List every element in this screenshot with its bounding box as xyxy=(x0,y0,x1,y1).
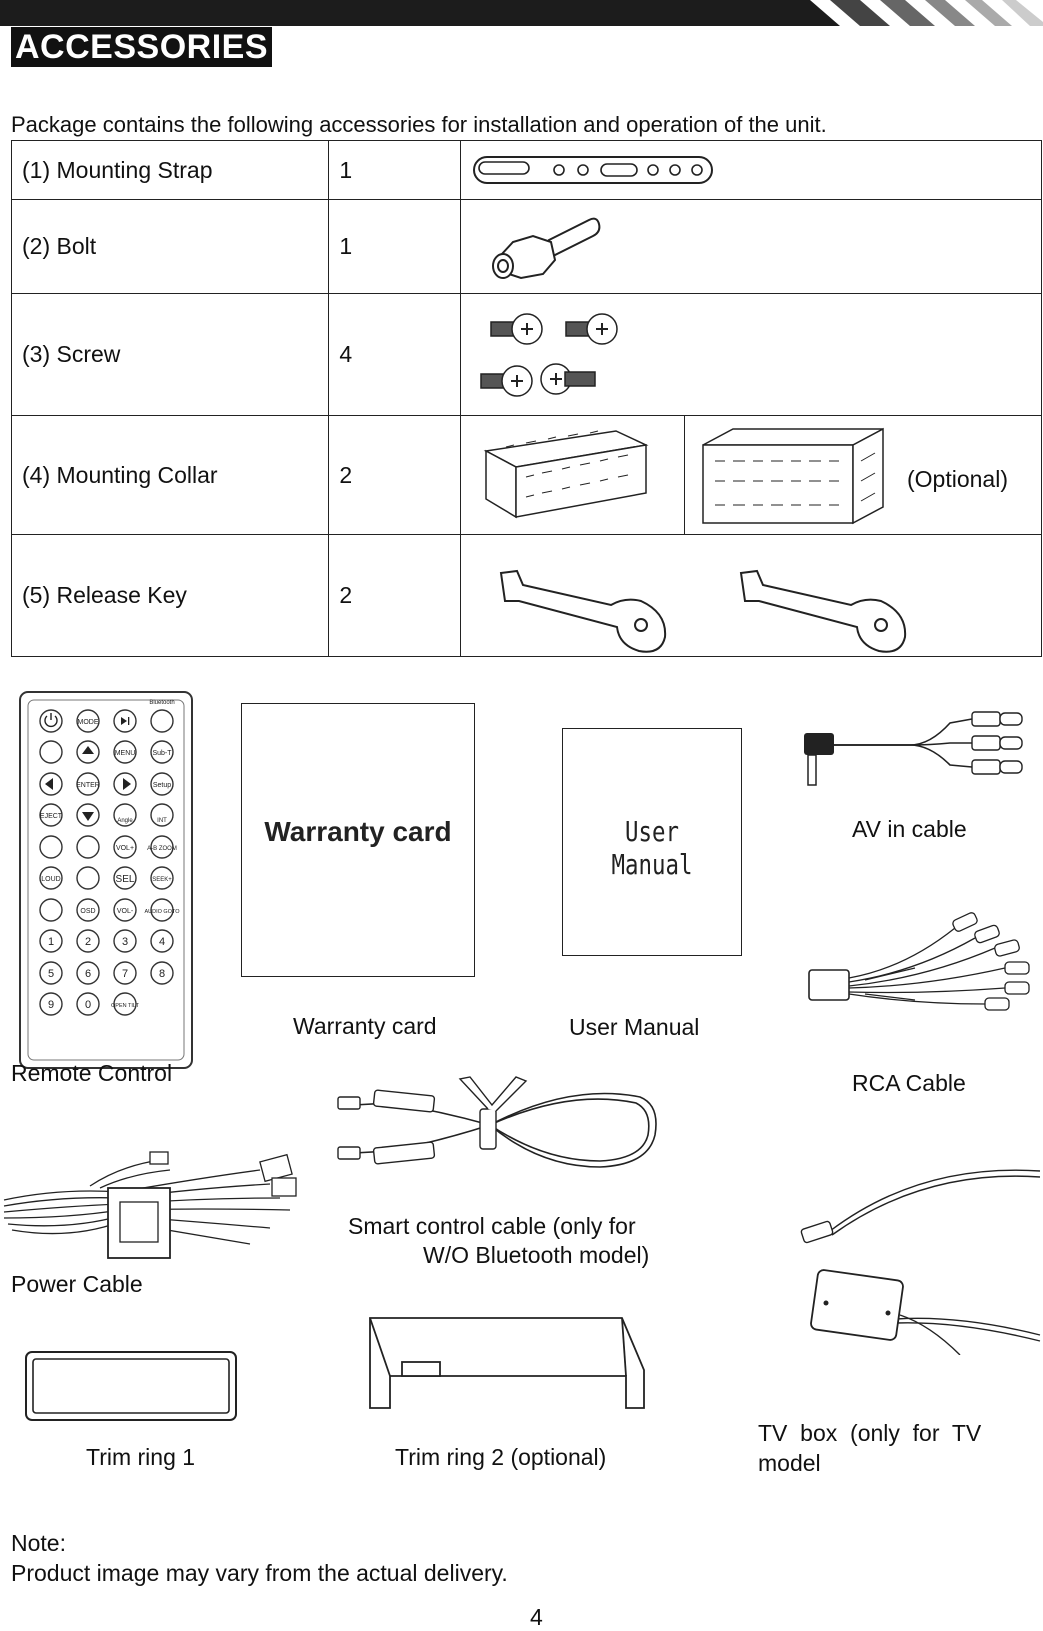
page-number: 4 xyxy=(530,1604,543,1630)
remote-control-label: Remote Control xyxy=(11,1060,173,1086)
svg-text:VOL+: VOL+ xyxy=(116,845,134,852)
svg-text:Sub-T: Sub-T xyxy=(152,750,172,757)
svg-text:A-B ZOOM: A-B ZOOM xyxy=(147,846,177,852)
table-row: (4) Mounting Collar 2 xyxy=(10,415,1042,535)
screws-icon xyxy=(480,313,618,397)
svg-text:ENTER: ENTER xyxy=(76,782,100,789)
svg-text:Bluetooth: Bluetooth xyxy=(149,700,174,706)
item-name: (4) Mounting Collar xyxy=(10,415,330,535)
rca-cable-label: RCA Cable xyxy=(852,1070,966,1096)
bolt-icon xyxy=(492,217,601,280)
note-text: Product image may vary from the actual d… xyxy=(11,1560,508,1586)
note-heading: Note: xyxy=(11,1530,66,1556)
svg-text:SEL: SEL xyxy=(116,874,135,885)
warranty-card-label: Warranty card xyxy=(293,1013,437,1039)
collar-divider xyxy=(684,416,685,534)
svg-text:EJECT: EJECT xyxy=(40,813,63,820)
svg-text:7: 7 xyxy=(122,968,128,980)
user-manual-label: User Manual xyxy=(569,1014,700,1040)
user-manual-text: User Manual xyxy=(611,815,693,881)
svg-text:MODE: MODE xyxy=(78,719,99,726)
tv-box-icon xyxy=(800,1169,1041,1355)
warranty-card-text: Warranty card xyxy=(264,816,452,847)
mounting-strap-icon xyxy=(473,156,713,184)
svg-text:MENU: MENU xyxy=(115,750,136,757)
power-cable-icon xyxy=(3,1151,297,1259)
svg-text:4: 4 xyxy=(159,936,165,948)
user-manual-image: User Manual xyxy=(562,728,742,956)
svg-text:OPEN TILT: OPEN TILT xyxy=(111,1003,140,1009)
mounting-collar-icon xyxy=(483,430,649,519)
av-in-cable-label: AV in cable xyxy=(852,816,967,842)
item-qty: 2 xyxy=(328,415,461,535)
release-keys-icon xyxy=(499,569,907,653)
item-image-cell xyxy=(460,140,1042,200)
svg-text:Setup: Setup xyxy=(153,782,171,789)
item-name: (3) Screw xyxy=(10,293,330,416)
av-in-cable-icon xyxy=(804,711,1023,786)
header-stripes xyxy=(790,0,1043,26)
svg-text:LOUD: LOUD xyxy=(41,876,60,883)
svg-text:0: 0 xyxy=(85,999,91,1011)
table-row: (5) Release Key 2 xyxy=(10,534,1042,657)
accessories-table: (1) Mounting Strap 1 (2) Bolt 1 xyxy=(10,140,1042,657)
smart-control-cable-label-line1: Smart control cable (only for xyxy=(348,1213,636,1239)
warranty-card-image: Warranty card xyxy=(241,703,475,977)
svg-text:AUDIO GOTO: AUDIO GOTO xyxy=(144,909,180,915)
item-qty: 2 xyxy=(328,534,461,657)
item-qty: 4 xyxy=(328,293,461,416)
power-cable-label: Power Cable xyxy=(11,1271,143,1297)
svg-text:3: 3 xyxy=(122,936,128,948)
smart-control-cable-icon xyxy=(337,1076,657,1168)
item-image-cell xyxy=(460,534,1042,657)
svg-text:VOL-: VOL- xyxy=(117,908,134,915)
trim-ring-2-label: Trim ring 2 (optional) xyxy=(395,1444,607,1470)
trim-ring-2-icon xyxy=(369,1317,645,1409)
item-qty: 1 xyxy=(328,199,461,294)
svg-text:SEEK+: SEEK+ xyxy=(152,877,172,883)
svg-text:OSD: OSD xyxy=(80,908,95,915)
svg-text:2: 2 xyxy=(85,936,91,948)
item-image-cell: (Optional) xyxy=(460,415,1042,535)
item-image-cell xyxy=(460,293,1042,416)
svg-text:INT: INT xyxy=(157,818,167,824)
trim-ring-1-icon xyxy=(25,1351,237,1421)
tv-box-label-line1: TV box (only for TV xyxy=(758,1420,982,1446)
svg-text:9: 9 xyxy=(48,999,54,1011)
item-qty: 1 xyxy=(328,140,461,200)
mounting-collar-large-icon xyxy=(702,427,884,525)
svg-text:6: 6 xyxy=(85,968,91,980)
tv-box-label-line2: model xyxy=(758,1450,821,1476)
page-title: ACCESSORIES xyxy=(11,27,272,67)
optional-note: (Optional) xyxy=(907,466,1008,492)
smart-control-cable-label-line2: W/O Bluetooth model) xyxy=(423,1242,650,1268)
table-row: (1) Mounting Strap 1 xyxy=(10,140,1042,200)
remote-control-icon: Bluetooth MODE MENU Sub-T ENTER Setup EJ… xyxy=(19,691,193,1069)
rca-cable-icon xyxy=(808,912,1030,1011)
table-row: (3) Screw 4 xyxy=(10,293,1042,416)
intro-text: Package contains the following accessori… xyxy=(11,112,827,137)
item-name: (2) Bolt xyxy=(10,199,330,294)
item-name: (5) Release Key xyxy=(10,534,330,657)
svg-text:Angle: Angle xyxy=(117,818,133,824)
trim-ring-1-label: Trim ring 1 xyxy=(86,1444,196,1470)
svg-text:5: 5 xyxy=(48,968,54,980)
table-row: (2) Bolt 1 xyxy=(10,199,1042,294)
item-image-cell xyxy=(460,199,1042,294)
item-name: (1) Mounting Strap xyxy=(10,140,330,200)
svg-text:8: 8 xyxy=(159,968,165,980)
svg-text:1: 1 xyxy=(48,936,54,948)
